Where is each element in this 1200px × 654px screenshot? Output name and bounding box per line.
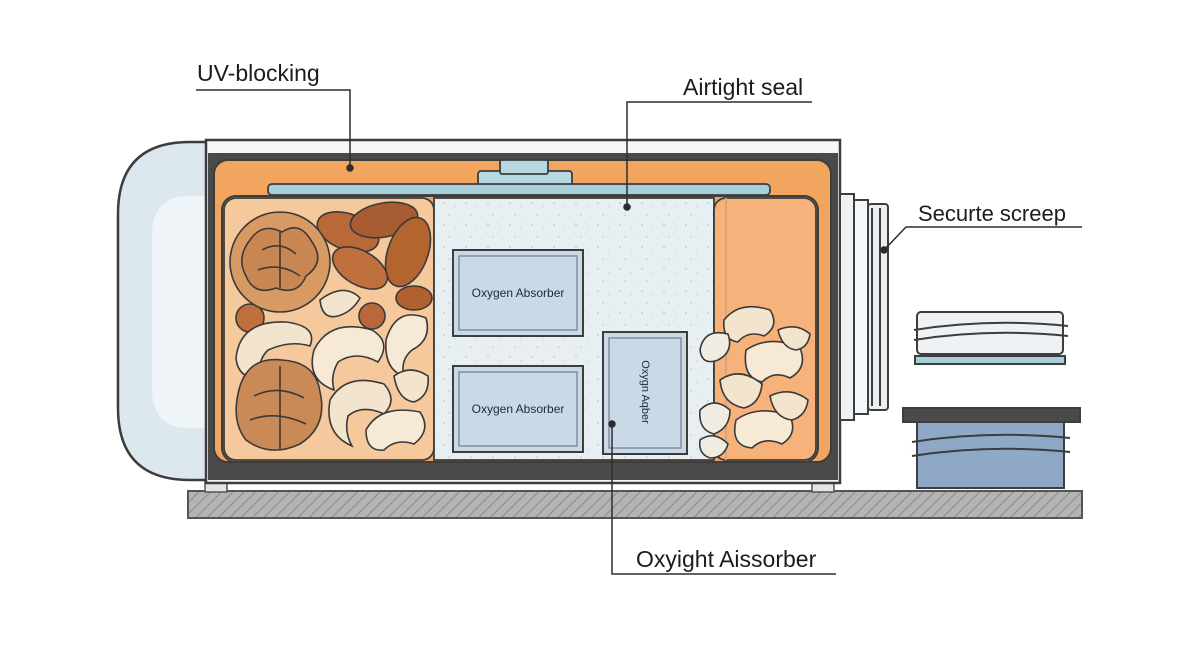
lid-ring (913, 311, 1069, 365)
lid-cap (902, 407, 1081, 489)
airtight-seal-label: Airtight seal (683, 74, 804, 100)
oxygen-absorber-packet-top (452, 249, 584, 337)
oxygen-absorber-packet-bottom (452, 365, 584, 453)
leader-lines (196, 89, 1082, 575)
end-cap (116, 140, 210, 482)
oxygen-absorber-packet-vertical (602, 331, 688, 455)
airtight-seal-strip (267, 159, 771, 196)
mixed-nuts-left (229, 201, 433, 451)
secure-screw-label: Securte screep (918, 201, 1066, 226)
uv-blocking-label: UV-blocking (197, 60, 320, 86)
packet-vertical-label: Oxygn Aqber (639, 360, 651, 424)
packet-top-label: Oxygen Absorber (471, 286, 565, 300)
oxygen-absorber-callout-label: Oxyight Aissorber (636, 546, 817, 572)
screw-thread-neck (839, 193, 889, 421)
packet-bottom-label: Oxygen Absorber (471, 402, 565, 416)
cashews-right (698, 305, 811, 459)
